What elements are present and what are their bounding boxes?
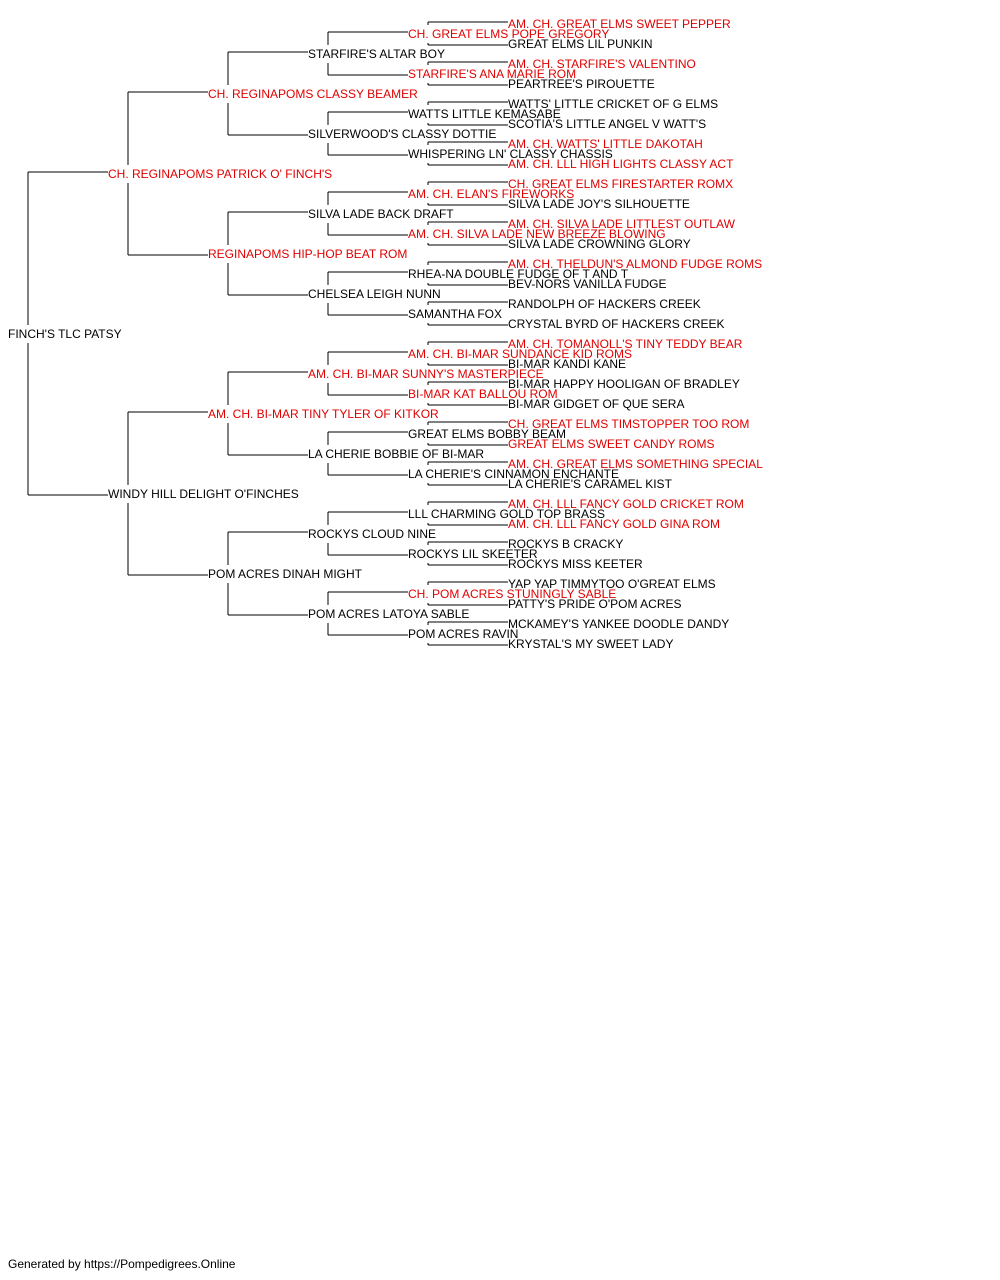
ancestor-name: GREAT ELMS SWEET CANDY ROMS	[508, 437, 714, 451]
ancestor-name: WATTS LITTLE KEMASABE	[408, 107, 561, 121]
ancestor-name: BI-MAR KAT BALLOU ROM	[408, 387, 558, 401]
ancestor-name: CH. REGINAPOMS PATRICK O' FINCH'S	[108, 167, 332, 181]
ancestor-name: BEV-NORS VANILLA FUDGE	[508, 277, 667, 291]
ancestor-name: REGINAPOMS HIP-HOP BEAT ROM	[208, 247, 407, 261]
ancestor-name: CH. GREAT ELMS POPE GREGORY	[408, 27, 609, 41]
ancestor-name: CHELSEA LEIGH NUNN	[308, 287, 441, 301]
ancestor-name: SCOTIA'S LITTLE ANGEL V WATT'S	[508, 117, 706, 131]
ancestor-name: AM. CH. LLL FANCY GOLD GINA ROM	[508, 517, 720, 531]
ancestor-name: CH. REGINAPOMS CLASSY BEAMER	[208, 87, 418, 101]
ancestor-name: POM ACRES RAVIN	[408, 627, 518, 641]
ancestor-name: WINDY HILL DELIGHT O'FINCHES	[108, 487, 299, 501]
ancestor-name: POM ACRES DINAH MIGHT	[208, 567, 363, 581]
ancestor-name: AM. CH. WATTS' LITTLE DAKOTAH	[508, 137, 703, 151]
ancestor-name: SAMANTHA FOX	[408, 307, 502, 321]
ancestor-name: LA CHERIE BOBBIE OF BI-MAR	[308, 447, 484, 461]
ancestor-name: SILVA LADE BACK DRAFT	[308, 207, 454, 221]
ancestor-name: YAP YAP TIMMYTOO O'GREAT ELMS	[508, 577, 716, 591]
ancestor-name: CH. POM ACRES STUNINGLY SABLE	[408, 587, 616, 601]
ancestor-name: RHEA-NA DOUBLE FUDGE OF T AND T	[408, 267, 629, 281]
ancestor-name: SILVA LADE JOY'S SILHOUETTE	[508, 197, 690, 211]
ancestor-name: AM. CH. SILVA LADE LITTLEST OUTLAW	[508, 217, 736, 231]
ancestor-name: PEARTREE'S PIROUETTE	[508, 77, 655, 91]
ancestor-name: CH. GREAT ELMS FIRESTARTER ROMX	[508, 177, 733, 191]
ancestor-name: ROCKYS MISS KEETER	[508, 557, 643, 571]
generated-by-footer: Generated by https://Pompedigrees.Online	[8, 1257, 236, 1271]
ancestor-name: KRYSTAL'S MY SWEET LADY	[508, 637, 673, 651]
ancestor-name: AM. CH. BI-MAR SUNDANCE KID ROMS	[408, 347, 632, 361]
ancestor-name: AM. CH. THELDUN'S ALMOND FUDGE ROMS	[508, 257, 762, 271]
ancestor-name: STARFIRE'S ANA MARIE ROM	[408, 67, 576, 81]
ancestor-name: GREAT ELMS LIL PUNKIN	[508, 37, 653, 51]
ancestor-name: LA CHERIE'S CINNAMON ENCHANTE	[408, 467, 619, 481]
ancestor-name: PATTY'S PRIDE O'POM ACRES	[508, 597, 682, 611]
ancestor-name: SILVA LADE CROWNING GLORY	[508, 237, 691, 251]
ancestor-name: AM. CH. BI-MAR TINY TYLER OF KITKOR	[208, 407, 439, 421]
ancestor-name: SILVERWOOD'S CLASSY DOTTIE	[308, 127, 496, 141]
ancestor-name: AM. CH. ELAN'S FIREWORKS	[408, 187, 574, 201]
ancestor-name: WHISPERING LN' CLASSY CHASSIS	[408, 147, 613, 161]
ancestor-name: LA CHERIE'S CARAMEL KIST	[508, 477, 673, 491]
ancestor-name: RANDOLPH OF HACKERS CREEK	[508, 297, 701, 311]
ancestor-name: AM. CH. GREAT ELMS SOMETHING SPECIAL	[508, 457, 763, 471]
ancestor-name: CH. GREAT ELMS TIMSTOPPER TOO ROM	[508, 417, 749, 431]
ancestor-name: ROCKYS B CRACKY	[508, 537, 623, 551]
ancestor-name: AM. CH. SILVA LADE NEW BREEZE BLOWING	[408, 227, 666, 241]
ancestor-name: ROCKYS CLOUD NINE	[308, 527, 436, 541]
ancestor-name: AM. CH. TOMANOLL'S TINY TEDDY BEAR	[508, 337, 743, 351]
ancestor-name: BI-MAR KANDI KANE	[508, 357, 626, 371]
ancestor-name: POM ACRES LATOYA SABLE	[308, 607, 469, 621]
ancestor-name: AM. CH. GREAT ELMS SWEET PEPPER	[508, 17, 731, 31]
ancestor-name: BI-MAR GIDGET OF QUE SERA	[508, 397, 684, 411]
ancestor-name: MCKAMEY'S YANKEE DOODLE DANDY	[508, 617, 729, 631]
subject-dog-name: FINCH'S TLC PATSY	[8, 327, 122, 341]
ancestor-name: GREAT ELMS BOBBY BEAM	[408, 427, 566, 441]
ancestor-name: WATTS' LITTLE CRICKET OF G ELMS	[508, 97, 718, 111]
ancestor-name: CRYSTAL BYRD OF HACKERS CREEK	[508, 317, 725, 331]
ancestor-name: AM. CH. STARFIRE'S VALENTINO	[508, 57, 696, 71]
ancestor-name: BI-MAR HAPPY HOOLIGAN OF BRADLEY	[508, 377, 740, 391]
ancestor-name: AM. CH. LLL HIGH LIGHTS CLASSY ACT	[508, 157, 734, 171]
ancestor-name: STARFIRE'S ALTAR BOY	[308, 47, 445, 61]
ancestor-name: AM. CH. LLL FANCY GOLD CRICKET ROM	[508, 497, 744, 511]
ancestor-name: ROCKYS LIL SKEETER	[408, 547, 538, 561]
ancestor-name: AM. CH. BI-MAR SUNNY'S MASTERPIECE	[308, 367, 544, 381]
ancestor-name: LLL CHARMING GOLD TOP BRASS	[408, 507, 605, 521]
